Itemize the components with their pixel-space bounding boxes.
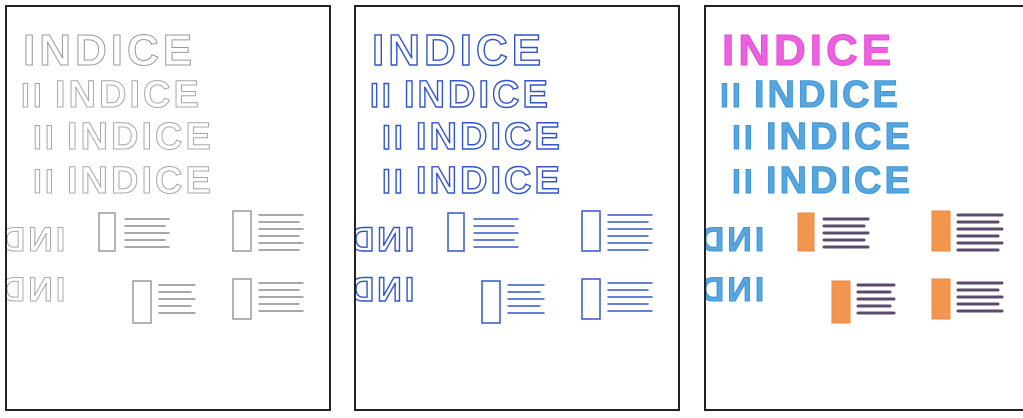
- text-lines: [858, 285, 894, 313]
- title-indice: INDICE: [23, 26, 196, 75]
- text-lines: [958, 283, 1002, 311]
- partial-ind-2: IND: [706, 271, 764, 309]
- text-lines: [608, 215, 652, 250]
- mirrored-fragment: ll: [33, 164, 57, 200]
- image-block: [932, 279, 950, 319]
- partial-ind-1: IND: [706, 221, 764, 259]
- text-lines: [508, 285, 544, 313]
- image-block: [582, 279, 600, 319]
- image-block: [233, 211, 251, 251]
- text-lines: [608, 283, 652, 311]
- partial-ind-1: IND: [356, 221, 414, 259]
- image-block: [932, 211, 950, 251]
- text-lines: [259, 283, 303, 311]
- sketch-panel-pencil: INDICEllINDICEllINDICEllINDICEINDIND: [5, 5, 331, 411]
- text-lines: [125, 219, 169, 247]
- sketch-panel-blue-pen: INDICEllINDICEllINDICEllINDICEINDIND: [354, 5, 680, 411]
- image-block: [482, 281, 500, 323]
- image-block: [99, 213, 115, 251]
- row-indice: INDICE: [55, 74, 202, 116]
- text-lines: [824, 219, 868, 247]
- pencil-sketch: INDICEllINDICEllINDICEllINDICEINDIND: [7, 7, 329, 409]
- mirrored-fragment: ll: [732, 120, 756, 156]
- title-indice: INDICE: [722, 26, 895, 75]
- row-indice: INDICE: [766, 116, 913, 158]
- title-indice: INDICE: [372, 26, 545, 75]
- text-lines: [259, 215, 303, 250]
- image-block: [233, 279, 251, 319]
- text-lines: [474, 219, 518, 247]
- sketch-panel-color-marker: INDICEllINDICEllINDICEllINDICEINDIND: [704, 5, 1023, 411]
- partial-ind-2: IND: [356, 271, 414, 309]
- color-marker-sketch: INDICEllINDICEllINDICEllINDICEINDIND: [706, 7, 1023, 409]
- blue-pen-sketch: INDICEllINDICEllINDICEllINDICEINDIND: [356, 7, 678, 409]
- row-indice: INDICE: [67, 116, 214, 158]
- row-indice: INDICE: [67, 160, 214, 202]
- mirrored-fragment: ll: [720, 78, 744, 114]
- text-lines: [958, 215, 1002, 250]
- image-block: [582, 211, 600, 251]
- image-block: [448, 213, 464, 251]
- mirrored-fragment: ll: [382, 164, 406, 200]
- image-block: [798, 213, 814, 251]
- mirrored-fragment: ll: [370, 78, 394, 114]
- row-indice: INDICE: [754, 74, 901, 116]
- row-indice: INDICE: [766, 160, 913, 202]
- mirrored-fragment: ll: [382, 120, 406, 156]
- row-indice: INDICE: [416, 160, 563, 202]
- image-block: [832, 281, 850, 323]
- image-block: [133, 281, 151, 323]
- mirrored-fragment: ll: [33, 120, 57, 156]
- partial-ind-2: IND: [7, 271, 65, 309]
- mirrored-fragment: ll: [21, 78, 45, 114]
- row-indice: INDICE: [404, 74, 551, 116]
- row-indice: INDICE: [416, 116, 563, 158]
- partial-ind-1: IND: [7, 221, 65, 259]
- mirrored-fragment: ll: [732, 164, 756, 200]
- text-lines: [159, 285, 195, 313]
